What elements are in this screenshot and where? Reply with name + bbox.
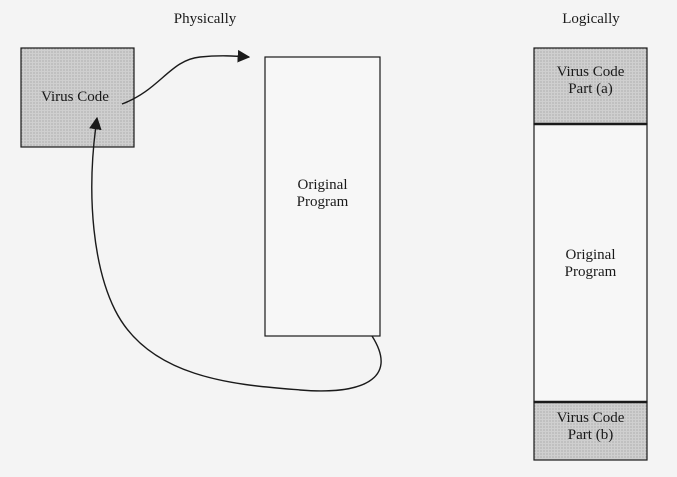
- logical-original-line1: Original: [565, 247, 616, 263]
- logical-part-b-line1: Virus Code: [556, 410, 625, 426]
- logical-virus-part-a-box: [533, 47, 648, 125]
- arrow-program-end-to-virus: [89, 116, 382, 392]
- physical-original-line2: Program: [296, 194, 349, 211]
- logical-virus-part-b-box: [533, 401, 648, 461]
- logical-original-line2: Program: [564, 264, 617, 281]
- logical-original-program-box: [533, 123, 648, 403]
- physical-virus-code-label: Virus Code: [41, 89, 109, 105]
- physically-header: Physically: [173, 11, 237, 27]
- physical-original-program-box: [264, 56, 381, 337]
- logically-header: Logically: [562, 11, 620, 27]
- physical-virus-code-box: [20, 47, 135, 148]
- logical-original-program-label: Original Program: [534, 247, 647, 282]
- logical-part-a-line2: Part (a): [568, 81, 613, 98]
- arrow-virus-to-program-start: [121, 49, 251, 105]
- logical-part-b-line2: Part (b): [567, 427, 614, 444]
- logical-virus-part-b-label: Virus Code Part (b): [534, 410, 647, 445]
- physical-original-program-label: Original Program: [265, 177, 380, 212]
- logical-virus-part-a-label: Virus Code Part (a): [534, 64, 647, 99]
- physical-original-line1: Original: [297, 177, 348, 193]
- logical-part-a-line1: Virus Code: [556, 64, 625, 80]
